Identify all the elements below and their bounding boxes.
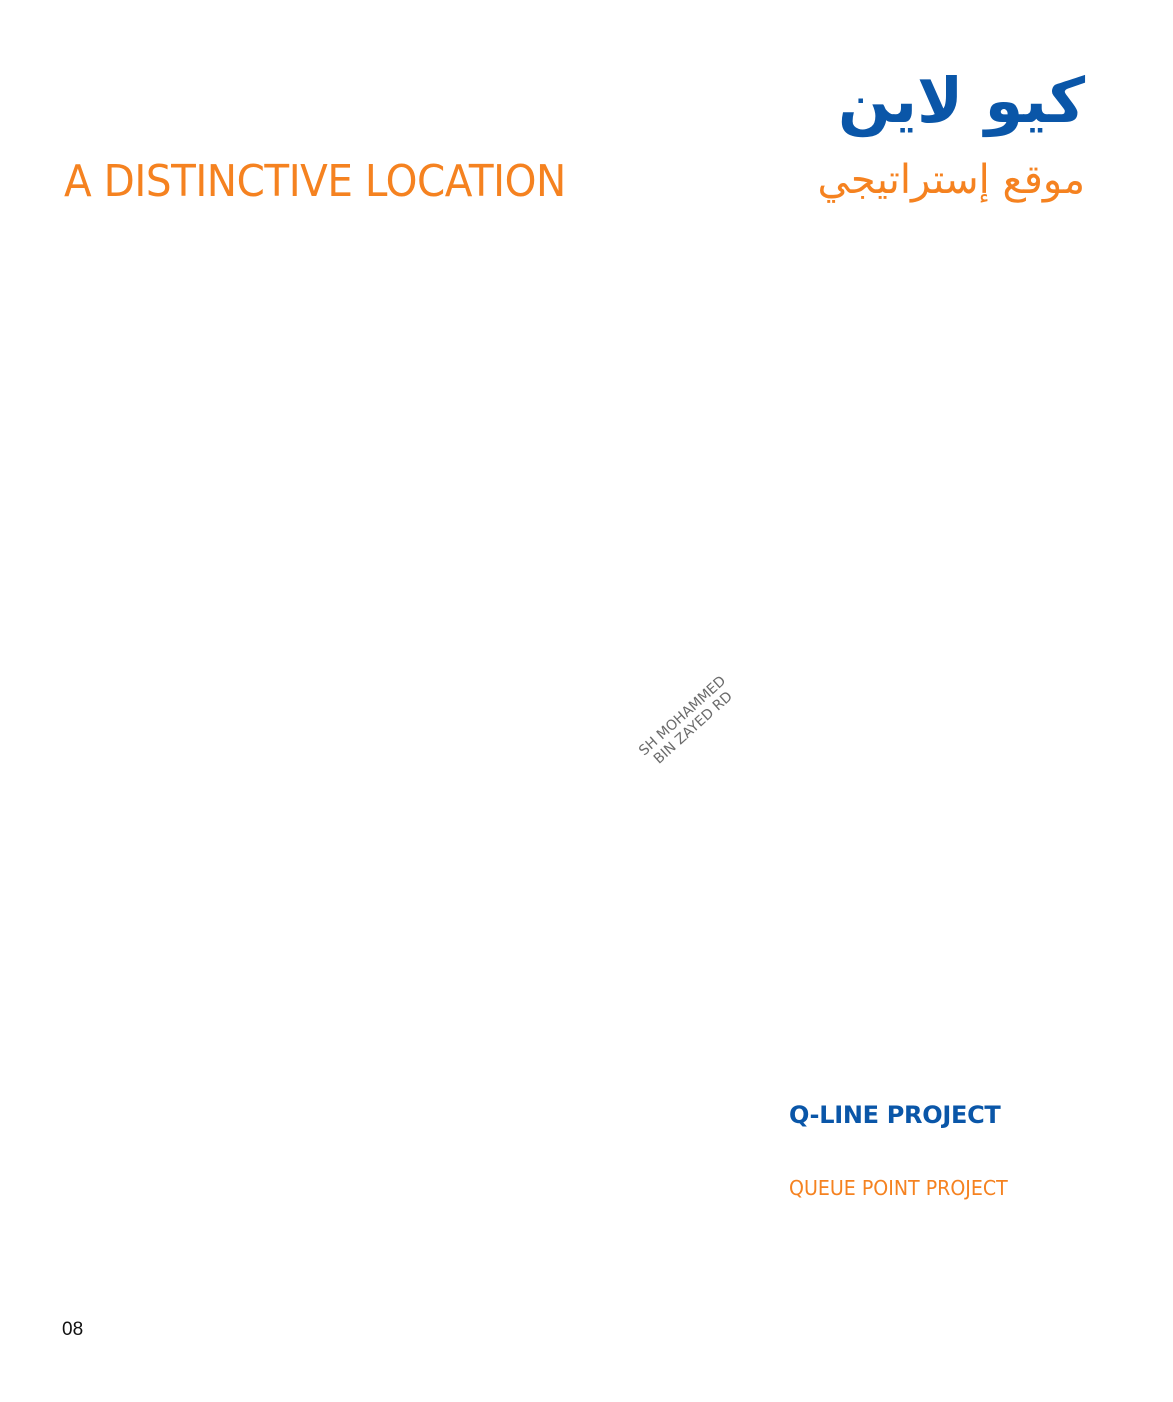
arabic-subtitle: موقع إستراتيجي: [817, 157, 1085, 203]
project-subtitle: QUEUE POINT PROJECT: [789, 1176, 1008, 1200]
map-area: [0, 240, 1173, 1080]
arabic-title: كيو لاين: [837, 64, 1085, 137]
english-title: A DISTINCTIVE LOCATION: [64, 156, 566, 207]
project-title: Q-LINE PROJECT: [789, 1101, 1001, 1129]
page-number: 08: [62, 1319, 84, 1340]
